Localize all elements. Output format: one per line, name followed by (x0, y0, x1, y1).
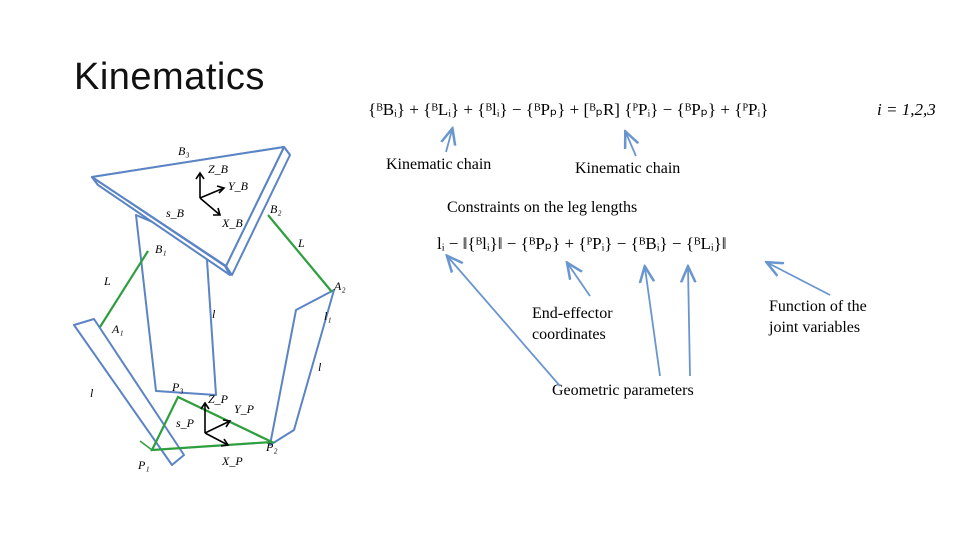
left-leg (73, 318, 185, 466)
label-A2: A₂ (333, 279, 346, 293)
label-l-mid: l (212, 307, 216, 321)
label-sB: s_B (166, 206, 185, 220)
label-ZB: Z_B (208, 162, 229, 176)
label-B1: B₁ (155, 242, 167, 256)
kinematic-chain-label-1: Kinematic chain (386, 156, 492, 173)
label-P2: P₂ (265, 440, 278, 454)
link-left (99, 250, 149, 328)
label-ZP: Z_P (208, 392, 229, 406)
joint-variables-label: Function of the joint variables (769, 298, 867, 336)
parallel-mechanism-diagram: B₃ Z_B Y_B s_B X_B B₂ B₁ L L A₂ A₁ l l₁ … (73, 144, 346, 472)
slide-title: Kinematics (74, 56, 265, 98)
label-L-right: L (297, 236, 305, 250)
base-frame-axes (195, 171, 226, 216)
index-label: i = 1,2,3 (877, 100, 936, 119)
arrow-joint-variables (768, 263, 831, 296)
label-L-left: L (103, 274, 111, 288)
label-B2: B₂ (270, 202, 282, 216)
right-leg (269, 289, 335, 446)
label-sP: s_P (176, 416, 195, 430)
label-l1: l₁ (324, 309, 332, 323)
label-YB: Y_B (228, 179, 249, 193)
arrow-geometric-to-Bi (688, 268, 690, 377)
label-B3: B₃ (178, 144, 190, 158)
arrow-kinematic-chain-1 (446, 130, 452, 153)
label-XB: X_B (221, 216, 243, 230)
geometric-parameters-label: Geometric parameters (552, 382, 694, 399)
end-effector-label: End-effector coordinates (532, 305, 613, 343)
constraints-label: Constraints on the leg lengths (447, 199, 638, 216)
arrow-kinematic-chain-2 (626, 133, 636, 157)
kinematic-chain-label-2: Kinematic chain (575, 160, 681, 177)
label-XP: X_P (221, 454, 243, 468)
arrow-geometric-to-l (448, 257, 561, 387)
label-P1: P₁ (137, 458, 150, 472)
kinematic-chain-equation: {ᴮBᵢ} + {ᴮLᵢ} + {ᴮlᵢ} − {ᴮPₚ} + [ᴮₚR] {ᴾ… (368, 100, 769, 119)
arrow-end-effector (568, 264, 591, 297)
label-l-left: l (90, 386, 94, 400)
label-P3: P₃ (171, 380, 184, 394)
leg-length-constraint-equation: lᵢ − ‖{ᴮlᵢ}‖ − {ᴮPₚ} + {ᴾPᵢ} − {ᴮBᵢ} − {… (437, 234, 727, 253)
label-l-right: l (318, 360, 322, 374)
link-right (267, 214, 333, 293)
label-A1: A₁ (111, 322, 124, 336)
arrow-geometric-to-Pi (645, 268, 661, 377)
platform-frame-axes (200, 401, 232, 447)
label-YP: Y_P (234, 402, 255, 416)
